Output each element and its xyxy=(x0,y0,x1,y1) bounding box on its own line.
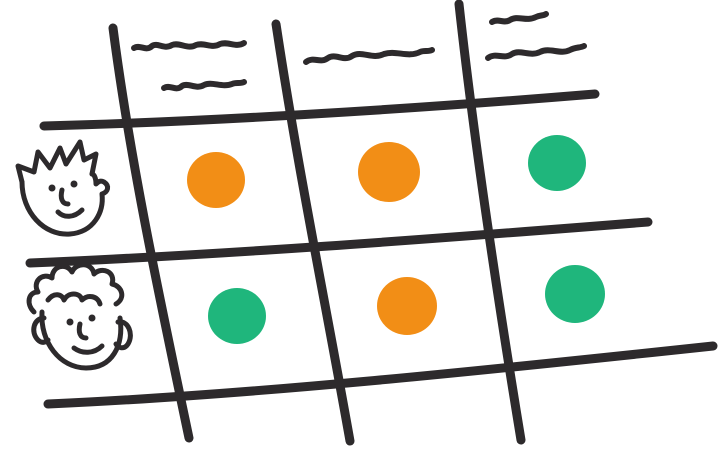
horizontal-line-middle xyxy=(25,217,653,268)
curly-hair-inner xyxy=(45,291,103,307)
column-header-1-line-2 xyxy=(161,79,247,92)
dot-row2-col2-orange xyxy=(377,277,437,335)
curly-face-outline xyxy=(39,309,124,371)
grid-lines xyxy=(25,0,718,446)
spiky-face-outline xyxy=(19,171,111,237)
column-headers xyxy=(131,11,587,92)
spiky-nose xyxy=(58,187,71,207)
curly-mouth xyxy=(71,343,105,355)
curly-left-eye xyxy=(66,318,74,326)
row-person-curly-hair xyxy=(26,262,133,371)
spiky-hair xyxy=(15,139,99,185)
curly-nose xyxy=(76,321,89,341)
horizontal-line-bottom xyxy=(43,341,718,409)
dot-row1-col1-orange xyxy=(187,152,245,208)
dot-row2-col1-green xyxy=(208,288,266,344)
row-person-spiky-hair xyxy=(15,139,111,237)
column-header-3-line-2 xyxy=(485,43,587,61)
dot-row1-col3-green xyxy=(528,135,586,191)
column-header-1-line-1 xyxy=(131,40,247,52)
curly-right-eye xyxy=(88,314,96,322)
curly-hair xyxy=(26,262,125,315)
column-header-2-line-1 xyxy=(303,47,435,65)
spiky-left-eye xyxy=(48,184,56,192)
vertical-line-2 xyxy=(271,19,355,446)
dot-row1-col2-orange xyxy=(358,142,420,202)
vertical-line-3 xyxy=(454,0,526,445)
column-header-3-line-1 xyxy=(489,11,549,25)
spiky-mouth xyxy=(55,207,85,219)
curly-left-ear xyxy=(31,315,51,345)
vertical-line-1 xyxy=(108,23,194,443)
horizontal-line-header xyxy=(39,89,600,131)
cell-dots xyxy=(187,135,605,344)
spiky-right-eye xyxy=(70,180,78,188)
curly-right-ear xyxy=(113,319,133,351)
dot-row2-col3-green xyxy=(545,265,605,323)
